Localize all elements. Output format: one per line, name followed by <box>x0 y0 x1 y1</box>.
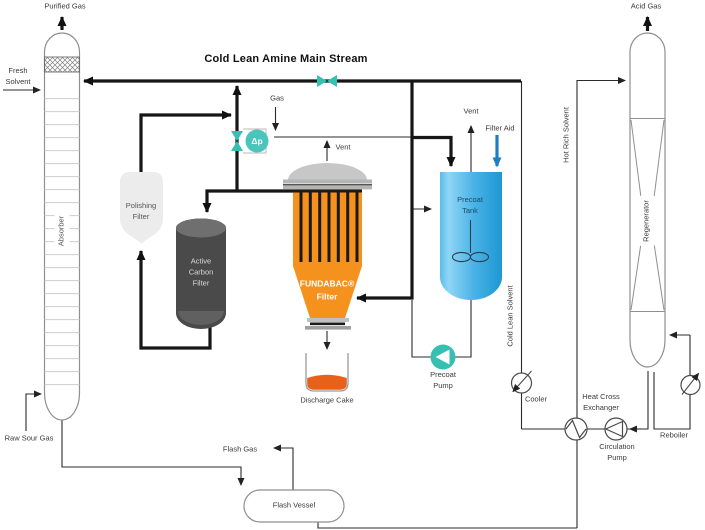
absorber-column <box>43 32 81 421</box>
absorber-drain-line <box>61 418 245 486</box>
cooler-icon <box>510 370 533 394</box>
flash-drain-line <box>317 522 577 529</box>
flash-vessel <box>243 489 345 523</box>
precoat-tank <box>440 172 502 300</box>
slipstream-valve-icon <box>231 131 243 151</box>
reboiler-icon <box>680 372 701 396</box>
main-stream-valve-icon <box>317 75 337 87</box>
filtrate-to-carbon-line <box>202 189 296 213</box>
circulation-pump-icon <box>604 417 628 441</box>
tank-fill-line <box>412 135 456 167</box>
discharge-cake-beaker <box>305 353 349 392</box>
filter-dome <box>288 163 367 180</box>
flash-gas-line <box>273 444 294 490</box>
filter-feed-line <box>356 81 414 303</box>
demister-pad <box>44 56 80 73</box>
regenerator-column <box>629 32 666 368</box>
raw-sour-gas-line <box>25 390 42 431</box>
heat-exchanger-icon <box>564 417 588 441</box>
carbon-to-polishing-line <box>136 250 212 350</box>
hot-rich-solvent-line <box>576 77 626 528</box>
absorber-trays <box>44 98 80 388</box>
polishing-filter <box>120 172 163 244</box>
polishing-return-line <box>139 110 232 174</box>
active-carbon-filter <box>176 218 226 329</box>
piping <box>3 16 691 529</box>
dp-gauge-icon <box>245 129 269 153</box>
fundabac-filter <box>283 163 372 330</box>
filter-candles <box>293 189 362 262</box>
precoat-pump-icon <box>430 344 456 370</box>
agitator-icon <box>451 220 490 263</box>
lean-return-line <box>521 371 649 430</box>
